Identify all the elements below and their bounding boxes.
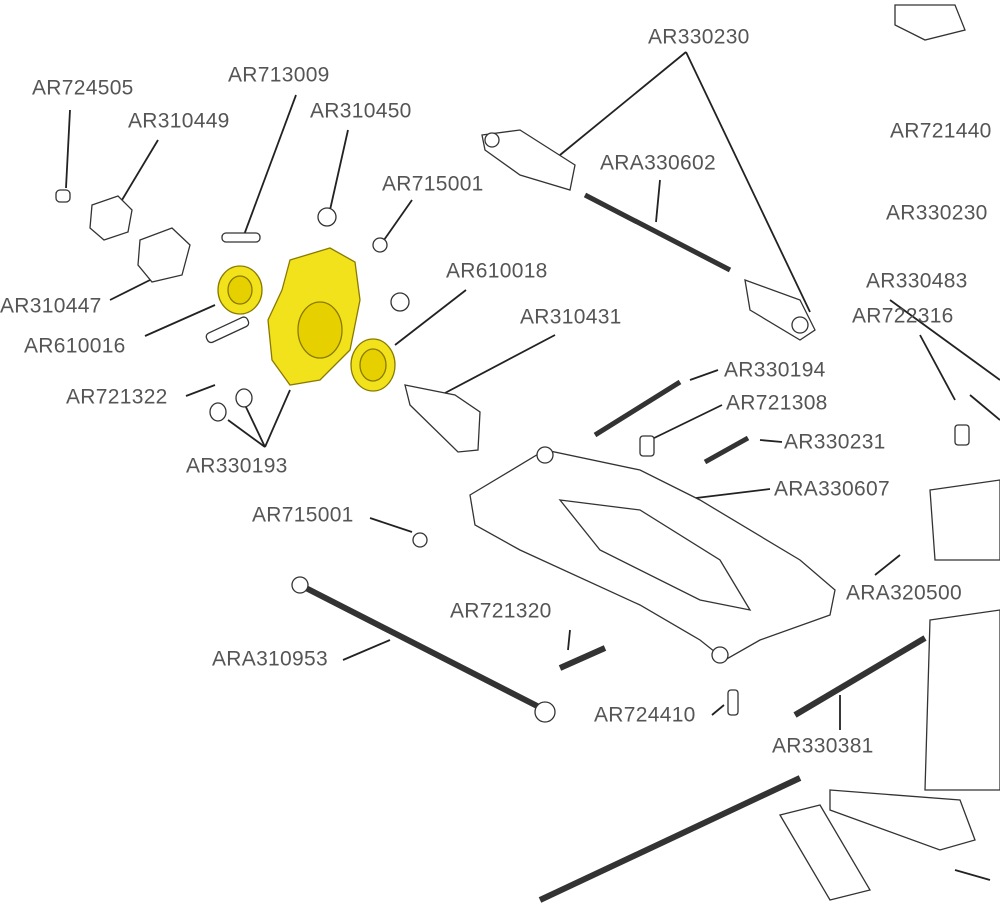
part-label: AR330231 <box>784 430 886 454</box>
part-label: AR330230 <box>886 201 988 225</box>
part-label: AR310449 <box>128 109 230 133</box>
part-label: AR724505 <box>32 76 134 100</box>
part-label: AR722316 <box>852 304 954 328</box>
part-label: ARA330607 <box>774 477 890 501</box>
part-label: AR330483 <box>866 269 968 293</box>
part-label: AR330194 <box>724 358 826 382</box>
part-label: AR610016 <box>24 334 126 358</box>
part-label: AR310447 <box>0 294 102 318</box>
part-label: AR721308 <box>726 391 828 415</box>
part-label: ARA310953 <box>212 647 328 671</box>
part-label: AR330381 <box>772 734 874 758</box>
part-label: AR310431 <box>520 305 622 329</box>
part-label: ARA330602 <box>600 151 716 175</box>
part-label: AR715001 <box>382 172 484 196</box>
leader-lines <box>65 51 1000 881</box>
part-label: AR721322 <box>66 385 168 409</box>
part-label: AR310450 <box>310 99 412 123</box>
part-label: AR610018 <box>446 259 548 283</box>
part-label: AR721440 <box>890 119 992 143</box>
part-label: AR330230 <box>648 25 750 49</box>
part-outlines <box>55 4 1000 903</box>
part-label: AR330193 <box>186 454 288 478</box>
part-label: AR715001 <box>252 503 354 527</box>
part-label: AR724410 <box>594 703 696 727</box>
highlighted-parts <box>217 247 396 392</box>
part-label: AR713009 <box>228 63 330 87</box>
part-label: AR721320 <box>450 599 552 623</box>
part-label: ARA320500 <box>846 581 962 605</box>
